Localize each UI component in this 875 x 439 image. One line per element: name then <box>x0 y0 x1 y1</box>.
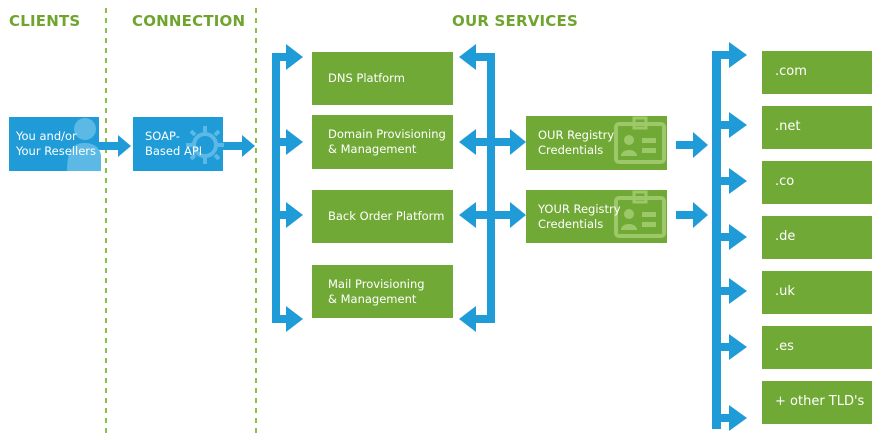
service-label: Mail Provisioning & Management <box>328 276 425 306</box>
id-card-icon <box>614 116 666 164</box>
tld-com: .com <box>762 51 872 94</box>
tld-label: .uk <box>775 284 795 300</box>
header-clients: CLIENTS <box>9 12 81 30</box>
service-back-order-platform: Back Order Platform <box>312 190 453 243</box>
service-mail-provisioning: Mail Provisioning & Management <box>312 265 453 318</box>
clients-box-label: You and/or Your Resellers <box>16 129 97 158</box>
service-dns-platform: DNS Platform <box>312 52 453 105</box>
tld-other: + other TLD's <box>762 381 872 424</box>
header-our-services: OUR SERVICES <box>452 12 578 30</box>
tld-uk: .uk <box>762 271 872 314</box>
arrow-backorder-registry <box>459 202 526 228</box>
tld-label: .es <box>775 339 794 355</box>
api-box-label: SOAP- Based API <box>145 129 203 158</box>
registry-your-credentials: YOUR Registry Credentials <box>526 190 667 243</box>
tld-label: .net <box>775 119 801 135</box>
registry-our-credentials: OUR Registry Credentials <box>526 116 667 170</box>
api-box: SOAP- Based API <box>133 117 224 171</box>
gear-icon <box>186 126 224 164</box>
tld-net: .net <box>762 106 872 149</box>
arrows-to-services <box>272 44 303 332</box>
arrow-api-to-services <box>223 135 255 157</box>
services-left-bus <box>272 53 280 323</box>
arrow-clients-to-api <box>99 135 131 157</box>
service-label: Back Order Platform <box>328 209 445 224</box>
arrow-your-registry-to-tlds <box>676 202 708 228</box>
arrows-services-back <box>459 44 488 332</box>
arrow-domain-registry <box>459 129 526 155</box>
arrows-to-tlds <box>712 42 747 431</box>
tld-de: .de <box>762 216 872 259</box>
services-right-bus <box>487 53 495 323</box>
tld-bus <box>712 55 721 429</box>
header-connection: CONNECTION <box>132 12 246 30</box>
service-label: DNS Platform <box>328 71 405 86</box>
tld-label: + other TLD's <box>775 394 865 410</box>
tld-es: .es <box>762 326 872 369</box>
clients-box: You and/or Your Resellers <box>9 117 101 171</box>
registry-label: YOUR Registry Credentials <box>538 201 621 231</box>
service-label: Domain Provisioning & Management <box>328 127 446 156</box>
arrow-our-registry-to-tlds <box>676 132 708 158</box>
person-icon <box>67 118 101 171</box>
tld-co: .co <box>762 161 872 204</box>
tld-label: .de <box>775 229 796 245</box>
tld-label: .co <box>775 174 795 190</box>
service-domain-provisioning: Domain Provisioning & Management <box>312 115 453 169</box>
tld-label: .com <box>775 64 807 80</box>
registry-label: OUR Registry Credentials <box>538 128 615 157</box>
id-card-icon <box>614 190 666 238</box>
